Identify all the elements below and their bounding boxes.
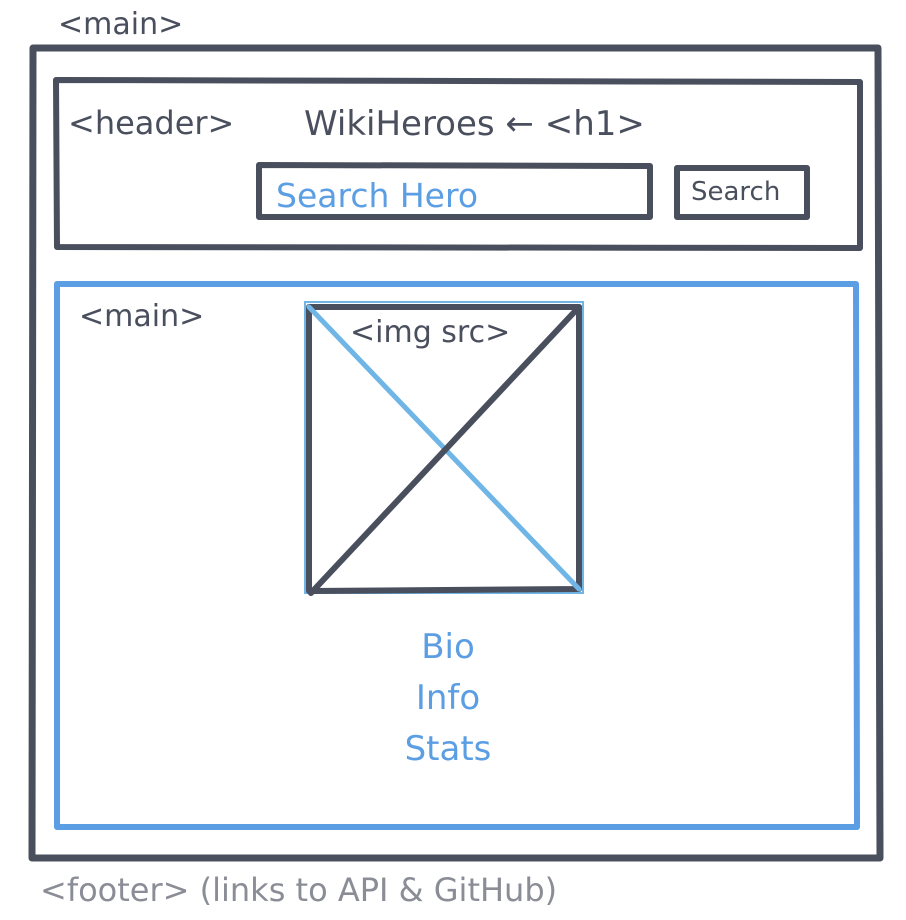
outer-main-label: <main> bbox=[58, 7, 184, 42]
footer-label: <footer> (links to API & GitHub) bbox=[40, 871, 558, 909]
header-label: <header> bbox=[68, 104, 235, 142]
image-placeholder-label: <img src> bbox=[350, 315, 511, 350]
inner-main-label: <main> bbox=[79, 299, 205, 334]
search-button[interactable]: Search bbox=[691, 177, 781, 207]
bio-link[interactable]: Bio bbox=[421, 627, 475, 667]
image-cross-dark bbox=[308, 304, 582, 596]
search-button-box bbox=[674, 165, 810, 220]
info-link[interactable]: Info bbox=[415, 678, 481, 718]
inner-main-box bbox=[54, 281, 860, 830]
header-box bbox=[53, 77, 863, 251]
outer-main-box bbox=[28, 44, 884, 862]
search-input-box bbox=[256, 162, 653, 220]
search-hero-input[interactable] bbox=[276, 176, 636, 215]
site-title: WikiHeroes ← <h1> bbox=[304, 104, 645, 144]
stats-link[interactable]: Stats bbox=[404, 729, 492, 769]
